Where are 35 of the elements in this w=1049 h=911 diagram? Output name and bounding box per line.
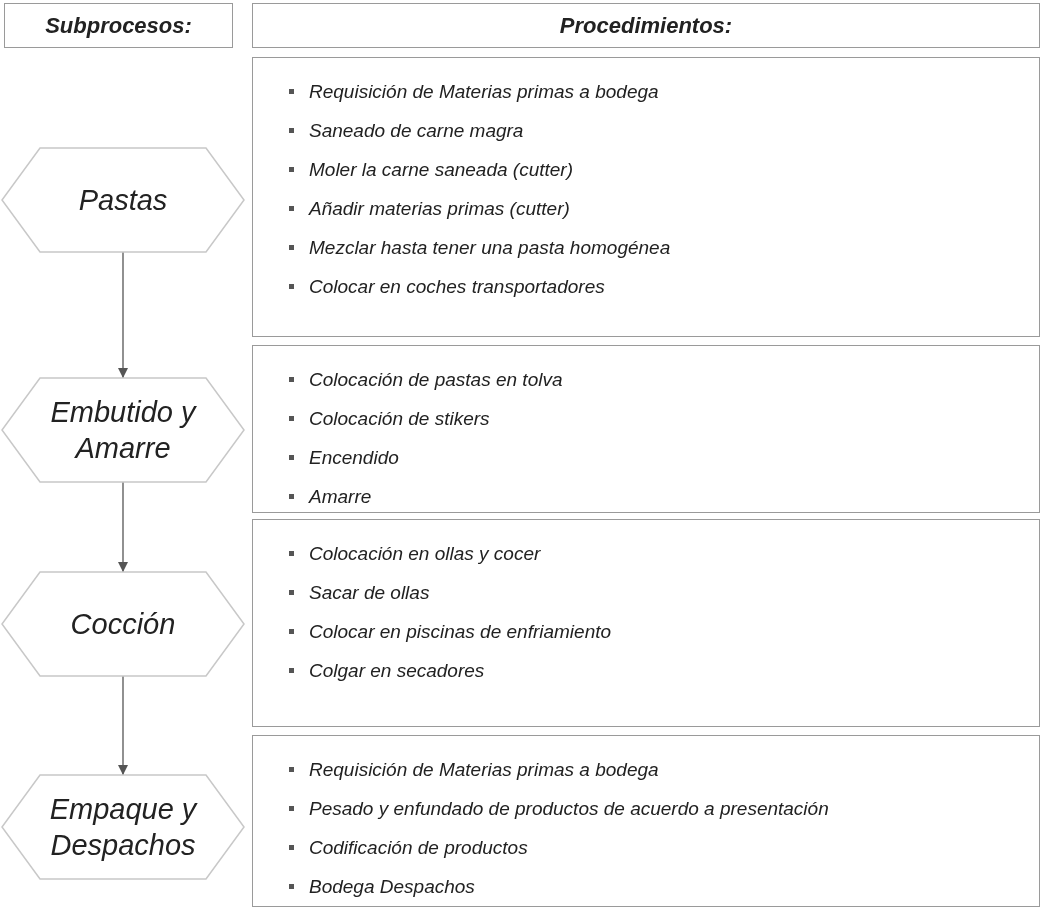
procedure-item: Requisición de Materias primas a bodega: [289, 72, 659, 111]
procedure-item: Mezclar hasta tener una pasta homogénea: [289, 228, 671, 267]
arrow: [118, 481, 128, 573]
procedure-item: Encendido: [289, 438, 399, 477]
procedure-item: Colocación de stikers: [289, 399, 490, 438]
procedure-item: Pesado y enfundado de productos de acuerdo a presentación: [289, 789, 829, 828]
subprocess-hexagon: [2, 378, 244, 482]
procedure-list-box: [252, 345, 1040, 513]
procedure-list-box: [252, 735, 1040, 907]
subprocess-label: Cocción: [70, 606, 176, 642]
procedure-item: Colgar en secadores: [289, 651, 485, 690]
arrow: [118, 251, 128, 379]
column-header: Subprocesos:: [4, 3, 233, 48]
procedure-item: Colocación de pastas en tolva: [289, 360, 563, 399]
subprocess-hexagon: [2, 775, 244, 879]
procedure-item: Moler la carne saneada (cutter): [289, 150, 573, 189]
subprocess-label: Empaque y Despachos: [48, 791, 199, 863]
procedure-item: Colocar en piscinas de enfriamiento: [289, 612, 612, 651]
column-header: Procedimientos:: [252, 3, 1040, 48]
procedure-item: Sacar de ollas: [289, 573, 430, 612]
procedure-item: Amarre: [289, 477, 372, 516]
subprocess-hexagon: [2, 572, 244, 676]
subprocess-label: Embutido y Amarre: [49, 394, 198, 466]
procedure-item: Codificación de productos: [289, 828, 528, 867]
procedure-item: Colocar en coches transportadores: [289, 267, 605, 306]
procedure-item: Añadir materias primas (cutter): [289, 189, 570, 228]
procedure-item: Saneado de carne magra: [289, 111, 524, 150]
procedure-item: Bodega Despachos: [289, 867, 475, 906]
procedure-item: Colocación en ollas y cocer: [289, 534, 541, 573]
arrow: [118, 675, 128, 776]
procedure-list-box: [252, 519, 1040, 727]
procedure-item: Requisición de Materias primas a bodega: [289, 750, 659, 789]
subprocess-hexagon: [2, 148, 244, 252]
subprocess-label: Pastas: [78, 182, 168, 218]
procedure-list-box: [252, 57, 1040, 337]
